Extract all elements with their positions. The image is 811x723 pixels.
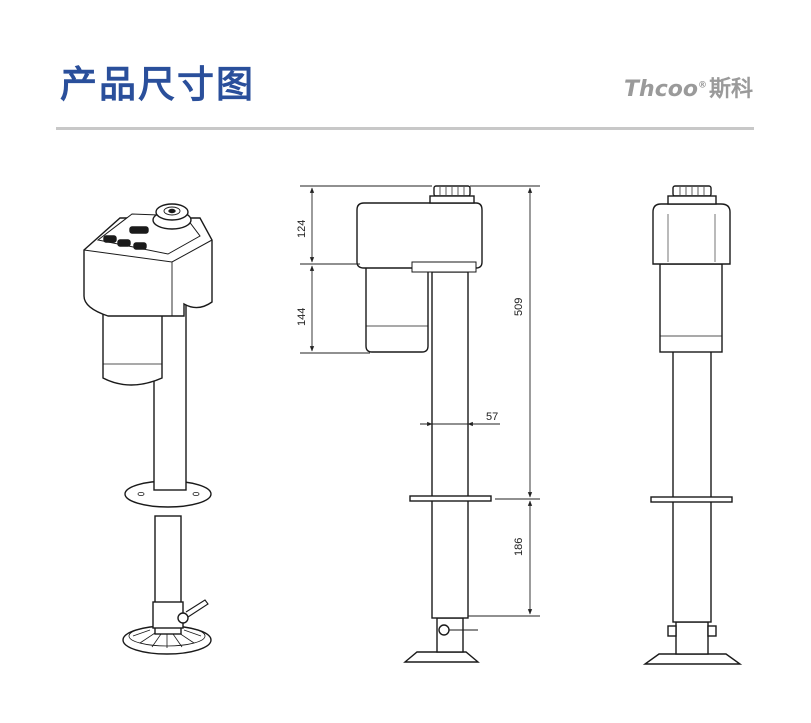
side-tube — [431, 271, 469, 619]
iso-button-3 — [133, 242, 147, 250]
brand-registered-mark: ® — [697, 80, 707, 91]
dim-144-label: 144 — [296, 308, 308, 326]
brand-chinese: 斯科 — [708, 77, 753, 102]
side-view — [356, 185, 492, 663]
rear-pin — [707, 625, 717, 637]
iso-button-4 — [129, 226, 149, 234]
side-housing — [356, 202, 483, 269]
dim-124-label: 124 — [296, 220, 308, 238]
side-pin — [438, 624, 450, 636]
side-motor — [365, 261, 429, 353]
iso-foot-ribs — [132, 629, 202, 648]
iso-pin — [177, 612, 189, 624]
rear-knob-base — [667, 195, 717, 205]
side-inner-collar — [436, 617, 464, 653]
side-knob-base — [429, 195, 475, 204]
brand-latin: Thcoo — [624, 77, 698, 102]
dim-186-label: 186 — [513, 538, 525, 556]
dimension-lines — [300, 185, 540, 617]
iso-button-1 — [103, 235, 117, 243]
rear-view — [642, 185, 743, 665]
rear-foot-plate — [642, 653, 743, 665]
side-foot-plate — [403, 651, 480, 663]
dim-509-label: 509 — [513, 298, 525, 316]
iso-clip — [185, 599, 209, 618]
rear-housing — [652, 203, 731, 265]
page-title: 产品尺寸图 — [60, 63, 255, 106]
rear-pin-left — [667, 625, 677, 637]
header-divider — [56, 127, 754, 130]
rear-inner-collar — [675, 621, 709, 655]
isometric-view — [83, 203, 213, 655]
side-flange — [409, 495, 492, 502]
rear-tube — [672, 345, 712, 623]
rear-motor — [659, 263, 723, 353]
iso-button-2 — [117, 239, 131, 247]
rear-flange — [650, 496, 733, 503]
brand-logo: Thcoo®斯科 — [624, 79, 753, 101]
side-housing-base — [411, 261, 477, 273]
dim-57-label: 57 — [486, 411, 498, 423]
